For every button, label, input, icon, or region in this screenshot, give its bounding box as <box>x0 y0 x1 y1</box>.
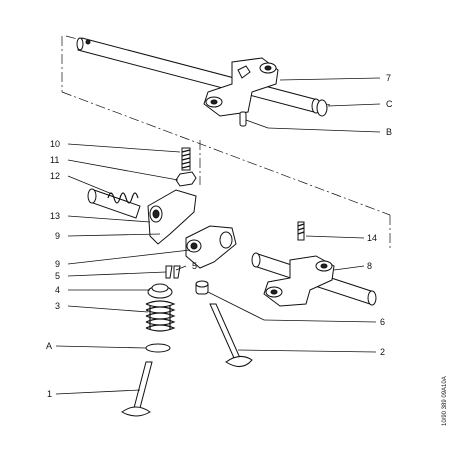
rocker-shaft-lower-left <box>87 188 141 219</box>
callout-7: 7 <box>386 73 391 83</box>
callout-b: B <box>386 127 392 137</box>
valve-stem-seal <box>195 280 209 295</box>
shaft-spring <box>107 192 139 204</box>
callout-5-left: 5 <box>55 271 60 281</box>
callout-2: 2 <box>380 347 385 357</box>
circlip-c <box>316 99 328 117</box>
lock-nut <box>175 171 197 187</box>
callout-12: 12 <box>50 171 60 181</box>
callout-9-upper: 9 <box>55 231 60 241</box>
callout-9-lower: 9 <box>55 259 60 269</box>
callout-4: 4 <box>55 285 60 295</box>
rocker-arm-center <box>185 225 237 269</box>
callout-13: 13 <box>50 211 60 221</box>
leader-lines <box>55 77 381 395</box>
shaft-bracket-upper <box>203 57 279 117</box>
callout-6: 6 <box>380 317 385 327</box>
callout-14: 14 <box>367 233 377 243</box>
callout-5-right: 5 <box>192 261 197 271</box>
shaft-bracket-lower <box>263 255 335 307</box>
dowel-pin-b <box>239 111 247 127</box>
callout-a: A <box>46 341 52 351</box>
frame-line-diagonal <box>61 91 391 216</box>
locating-stud <box>297 221 305 241</box>
callout-1: 1 <box>47 389 52 399</box>
valve-springs <box>145 300 176 332</box>
callout-8: 8 <box>367 261 372 271</box>
callout-c: C <box>386 99 393 109</box>
adjusting-screw <box>181 147 191 171</box>
reference-code: 10/90 389 09A10A <box>442 376 448 426</box>
valve-inlet <box>121 361 153 417</box>
valve-collets <box>165 265 181 279</box>
callout-11: 11 <box>50 155 59 165</box>
spring-seat-washer <box>145 343 171 353</box>
rocker-shaft-upper <box>76 37 321 114</box>
callout-10: 10 <box>50 139 60 149</box>
valve-exhaust <box>209 303 253 367</box>
callout-3: 3 <box>55 301 60 311</box>
spring-cap <box>147 283 173 299</box>
rocker-arm-left <box>147 189 197 245</box>
